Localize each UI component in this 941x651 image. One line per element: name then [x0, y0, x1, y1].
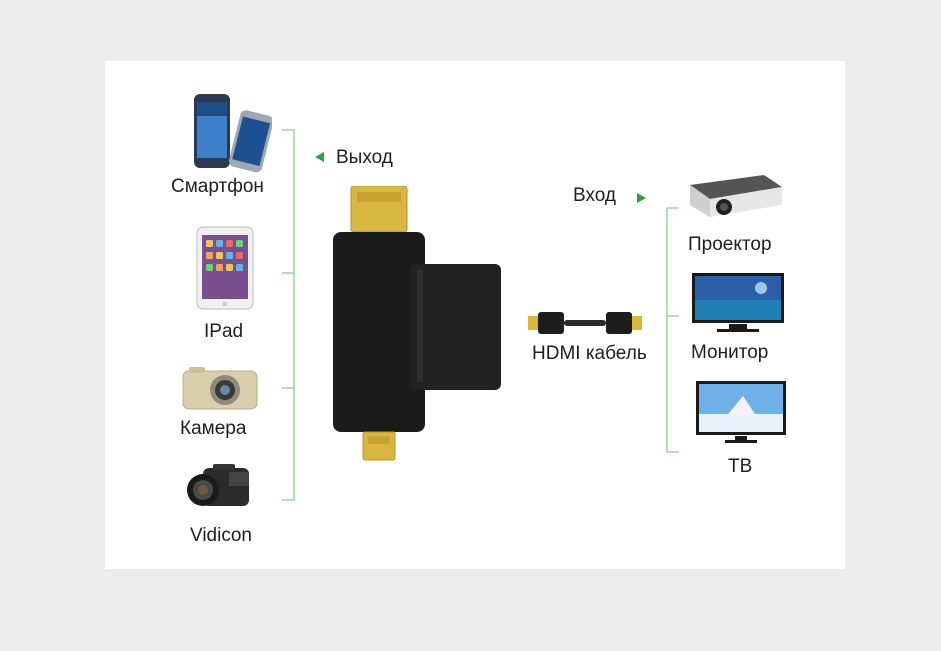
tablet-icon — [196, 226, 254, 310]
device-label-tv: ТВ — [728, 456, 753, 477]
device-label-camera: Камера — [180, 418, 247, 439]
input-label: Вход — [573, 185, 616, 206]
output-label: Выход — [336, 147, 393, 168]
monitor-icon — [691, 272, 785, 334]
projector-icon — [684, 165, 784, 221]
device-label-smartphone: Смартфон — [171, 176, 264, 197]
hdmi-cable-icon — [528, 308, 642, 338]
device-label-tablet: IPad — [204, 321, 244, 342]
right-bracket — [666, 207, 679, 453]
hdmi-adapter-icon — [333, 186, 503, 462]
smartphone-icon — [190, 92, 272, 174]
left-bracket — [282, 129, 295, 501]
output-arrow-icon — [315, 152, 324, 162]
tv-icon — [695, 380, 787, 444]
device-label-monitor: Монитор — [691, 342, 769, 363]
device-label-camcorder: Vidicon — [190, 525, 252, 546]
input-arrow-icon — [637, 193, 646, 203]
camera-icon — [181, 366, 259, 412]
camcorder-icon — [183, 462, 263, 514]
device-label-projector: Проектор — [688, 234, 772, 255]
cable-label: HDMI кабель — [532, 343, 647, 364]
